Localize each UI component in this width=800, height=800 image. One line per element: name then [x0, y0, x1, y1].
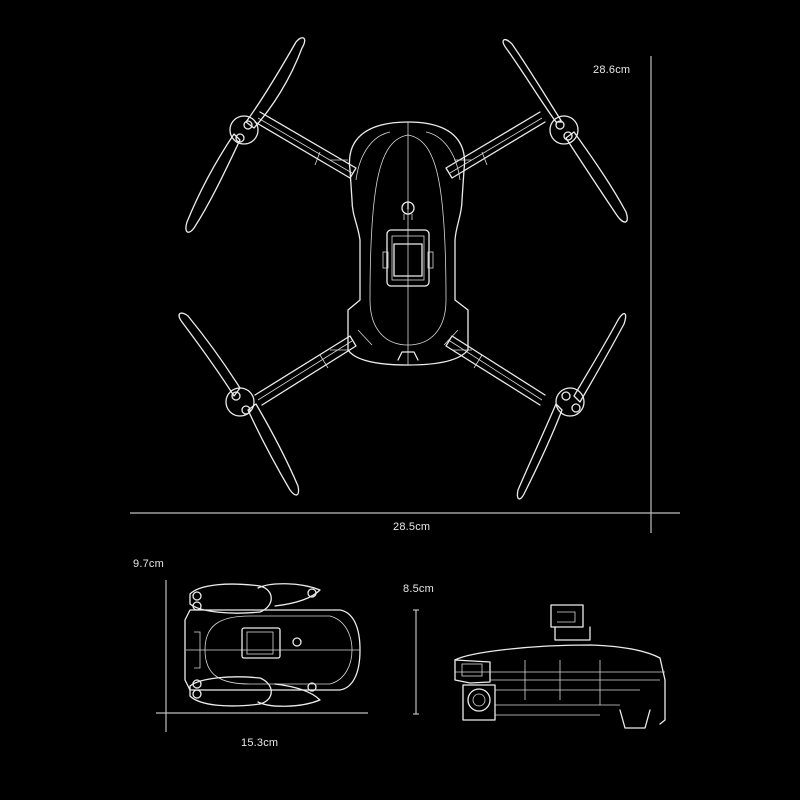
power-button-icon — [401, 201, 415, 220]
camera-gimbal — [382, 229, 434, 287]
folded-side-height-label: 8.5cm — [403, 583, 434, 595]
unfolded-drone-top-view — [178, 37, 628, 500]
propeller-front-left — [185, 37, 306, 233]
arm-rear-right — [445, 335, 546, 406]
motor-front-left — [229, 115, 259, 145]
side-dimension-line — [413, 609, 419, 715]
folded-width-label: 15.3cm — [241, 737, 279, 749]
side-camera-lens — [467, 688, 491, 712]
arm-front-right — [445, 111, 546, 179]
folded-top-dimension-lines — [156, 580, 368, 732]
motor-rear-left — [225, 387, 255, 417]
folded-height-label: 9.7cm — [133, 558, 164, 570]
folded-propeller-bottom-1 — [189, 676, 272, 707]
arm-front-left — [254, 111, 357, 179]
propeller-front-right — [502, 39, 628, 223]
side-camera-top — [550, 604, 584, 628]
motor-front-right — [549, 115, 579, 145]
motor-rear-right — [555, 387, 585, 417]
folded-propeller-bottom-2 — [257, 683, 321, 707]
drone-body — [347, 121, 469, 366]
folded-power-button-icon — [292, 637, 302, 647]
folded-propeller-top-1 — [189, 583, 272, 614]
unfolded-dimension-lines — [130, 56, 680, 533]
folded-drone-top-view — [184, 583, 361, 707]
folded-propeller-top-2 — [257, 583, 321, 607]
unfolded-width-label: 28.5cm — [393, 521, 431, 533]
propeller-rear-right — [516, 313, 627, 500]
arm-rear-left — [254, 335, 357, 406]
unfolded-height-label: 28.6cm — [593, 64, 631, 76]
propeller-rear-left — [178, 312, 300, 496]
folded-camera-gimbal — [241, 627, 281, 659]
folded-drone-side-view — [454, 604, 666, 729]
